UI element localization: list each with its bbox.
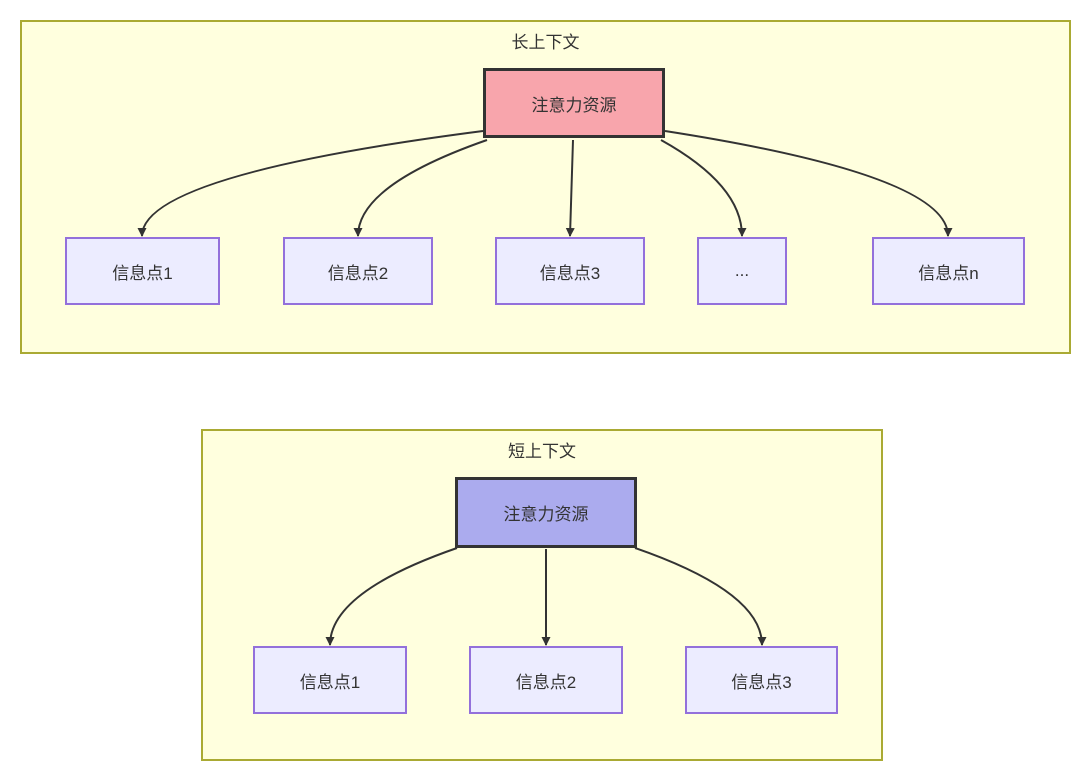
info-node-long-n: 信息点n — [872, 237, 1025, 305]
info-node-short-1: 信息点1 — [253, 646, 407, 714]
attention-resource-node-long: 注意力资源 — [483, 68, 665, 138]
cluster-title-short-context: 短上下文 — [508, 442, 576, 461]
info-node-long-1: 信息点1 — [65, 237, 220, 305]
attention-resource-node-short: 注意力资源 — [455, 477, 637, 548]
info-node-long-3: 信息点3 — [495, 237, 645, 305]
info-node-long-2: 信息点2 — [283, 237, 433, 305]
info-node-short-2: 信息点2 — [469, 646, 623, 714]
info-node-long-ellipsis: ... — [697, 237, 787, 305]
info-node-short-3: 信息点3 — [685, 646, 838, 714]
cluster-title-long-context: 长上下文 — [511, 33, 580, 52]
